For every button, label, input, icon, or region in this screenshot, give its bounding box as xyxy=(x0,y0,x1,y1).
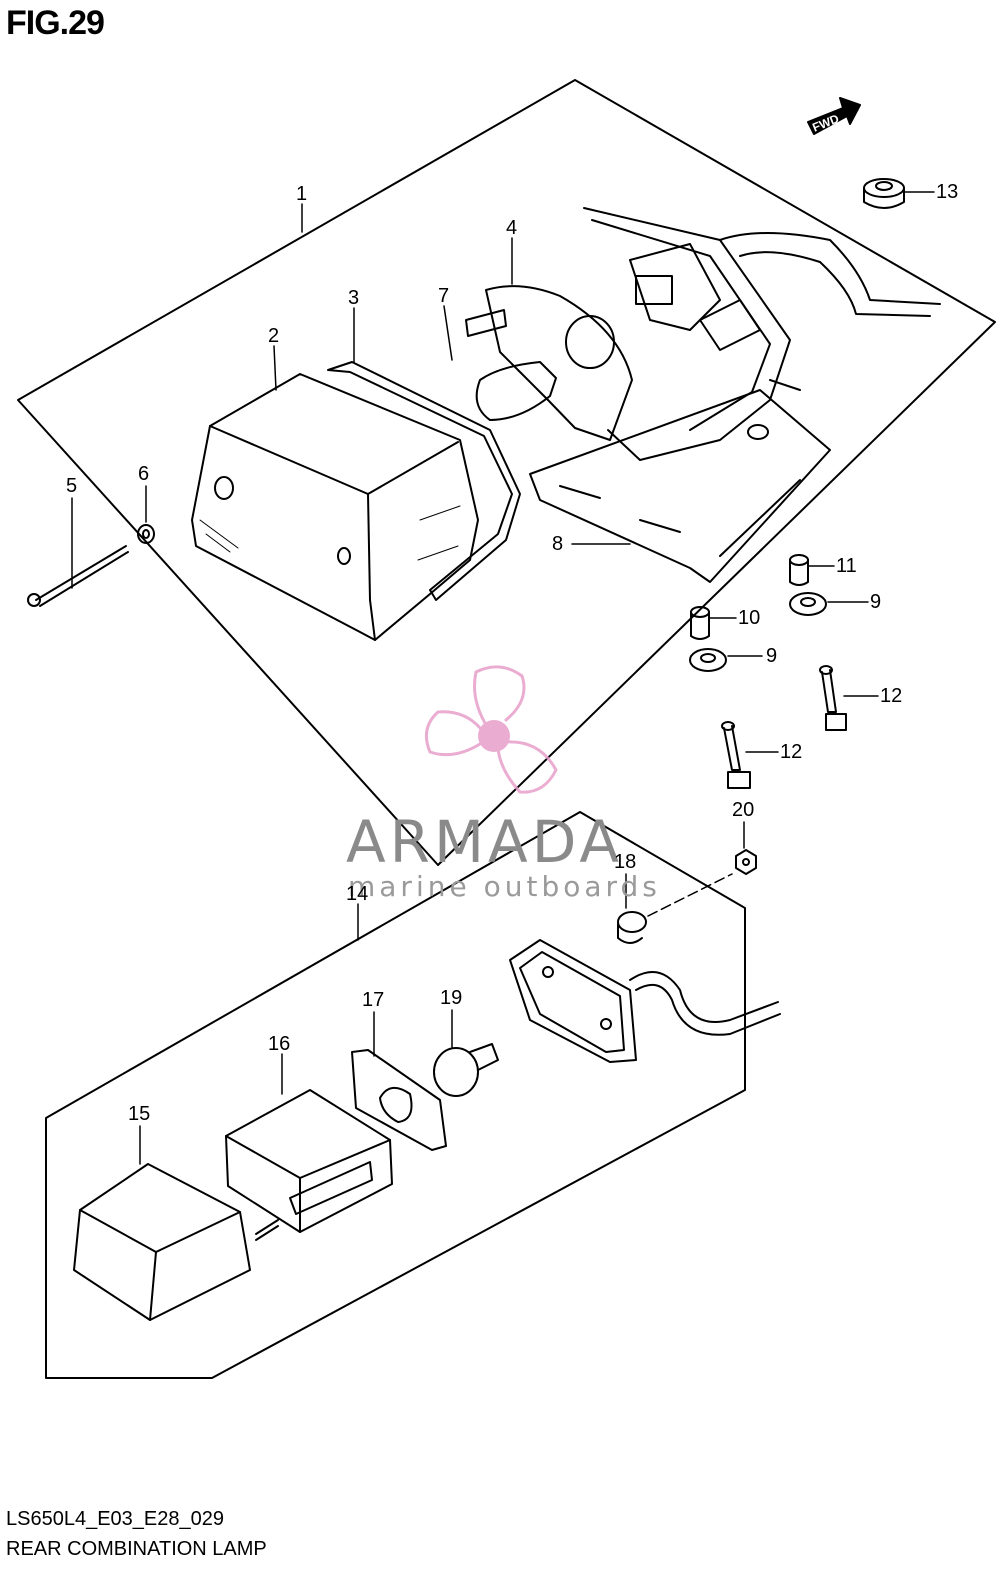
bracket-8-shape xyxy=(529,379,831,583)
lower-housing-shape xyxy=(509,939,781,1063)
callout-17[interactable]: 17 xyxy=(362,989,385,1011)
gasket-17-shape xyxy=(351,1049,447,1151)
callout-18[interactable]: 18 xyxy=(614,851,637,873)
assembly-1-outline xyxy=(17,79,996,866)
nut-20-shape xyxy=(735,849,757,875)
lens-16-shape xyxy=(225,1089,393,1233)
callout-4[interactable]: 4 xyxy=(506,217,518,239)
grommet-13-shape xyxy=(863,178,905,209)
spacer-10-shape xyxy=(690,606,710,640)
forward-arrow-icon xyxy=(807,97,861,135)
assembly-14-outline xyxy=(45,811,746,1379)
callout-6[interactable]: 6 xyxy=(138,463,150,485)
callout-19[interactable]: 19 xyxy=(440,987,463,1009)
callout-16[interactable]: 16 xyxy=(268,1033,291,1055)
lens-2-shape xyxy=(191,373,479,641)
watermark-brand: ARMADA xyxy=(346,808,624,876)
figure-title: FIG.29 xyxy=(6,4,105,42)
watermark-tagline: marine outboards xyxy=(348,870,661,903)
callout-14[interactable]: 14 xyxy=(346,883,369,905)
callout-3[interactable]: 3 xyxy=(348,287,360,309)
figure-code: LS650L4_E03_E28_029 xyxy=(6,1508,224,1530)
callout-15[interactable]: 15 xyxy=(128,1103,151,1125)
callout-20[interactable]: 20 xyxy=(732,799,755,821)
housing-frame-shape xyxy=(583,207,941,461)
washer-6-shape xyxy=(137,524,155,544)
figure-name: REAR COMBINATION LAMP xyxy=(6,1538,267,1560)
callout-10[interactable]: 10 xyxy=(738,607,761,629)
bolt-12a-shape xyxy=(819,665,847,731)
callout-9b[interactable]: 9 xyxy=(766,645,778,667)
callout-5[interactable]: 5 xyxy=(66,475,78,497)
screw-5-shape xyxy=(27,545,129,607)
spacer-11-shape xyxy=(789,554,809,586)
lens-15-shape xyxy=(73,1163,279,1321)
bulb-7-shape xyxy=(465,309,557,421)
callout-7[interactable]: 7 xyxy=(438,285,450,307)
grommet-9b-shape xyxy=(689,648,727,672)
callout-9a[interactable]: 9 xyxy=(870,591,882,613)
bulb-19-shape xyxy=(433,1043,499,1097)
callout-11[interactable]: 11 xyxy=(836,555,857,577)
callout-1[interactable]: 1 xyxy=(296,183,308,205)
callout-8[interactable]: 8 xyxy=(552,533,564,555)
socket-plate-4-shape xyxy=(485,285,633,441)
grommet-9a-shape xyxy=(789,592,827,616)
watermark-logo-icon xyxy=(424,665,558,794)
gasket-3-shape xyxy=(327,361,521,601)
screw-18-shape xyxy=(617,911,647,944)
callout-2[interactable]: 2 xyxy=(268,325,280,347)
leader-lines xyxy=(71,191,935,1165)
callout-12a[interactable]: 12 xyxy=(880,685,903,707)
bolt-12b-shape xyxy=(721,721,751,789)
callout-13[interactable]: 13 xyxy=(936,181,959,203)
callout-12b[interactable]: 12 xyxy=(780,741,803,763)
